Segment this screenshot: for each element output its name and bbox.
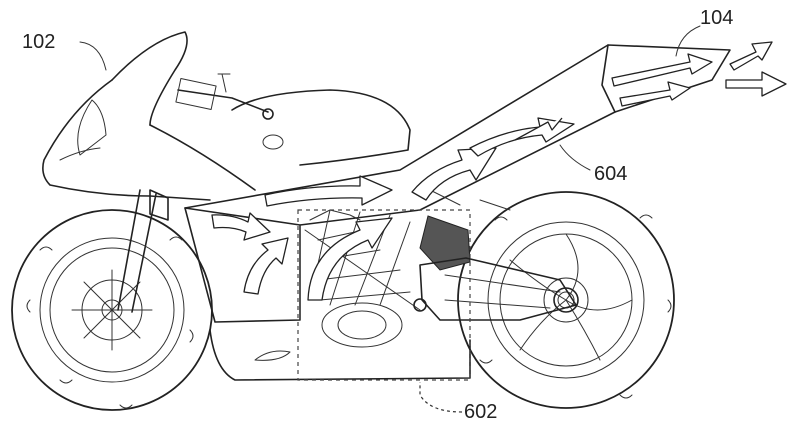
ref-label-104: 104 (700, 7, 733, 29)
airflow-arrow (307, 217, 393, 301)
airflow-arrow (514, 117, 563, 141)
airflow-arrow (619, 81, 691, 107)
engine-assembly (299, 189, 579, 321)
ref-label-102: 102 (22, 31, 55, 53)
front-brake-disc (71, 269, 153, 351)
motorcycle-body (42, 31, 471, 381)
leader-104 (675, 25, 701, 57)
handlebar (175, 73, 274, 120)
airflow-arrow (264, 175, 393, 207)
reference-leaders (79, 25, 701, 413)
air-duct (184, 44, 731, 226)
airflow-arrows (211, 41, 787, 301)
front-fork (117, 189, 169, 313)
airflow-arrow (211, 212, 271, 241)
ref-label-604: 604 (594, 163, 627, 185)
airflow-exit-arrow (729, 41, 773, 71)
front-wheel (11, 209, 213, 411)
region-602-outline (297, 209, 471, 381)
leader-604 (559, 144, 591, 171)
rear-wheel (457, 191, 675, 409)
airflow-arrow (243, 237, 289, 295)
ref-label-602: 602 (464, 401, 497, 423)
airflow-arrow (611, 53, 713, 87)
leader-102 (79, 41, 107, 71)
airflow-arrow (469, 117, 575, 157)
airflow-exit-arrow (725, 71, 787, 97)
leader-602 (419, 382, 463, 413)
airflow-arrow (411, 147, 497, 201)
